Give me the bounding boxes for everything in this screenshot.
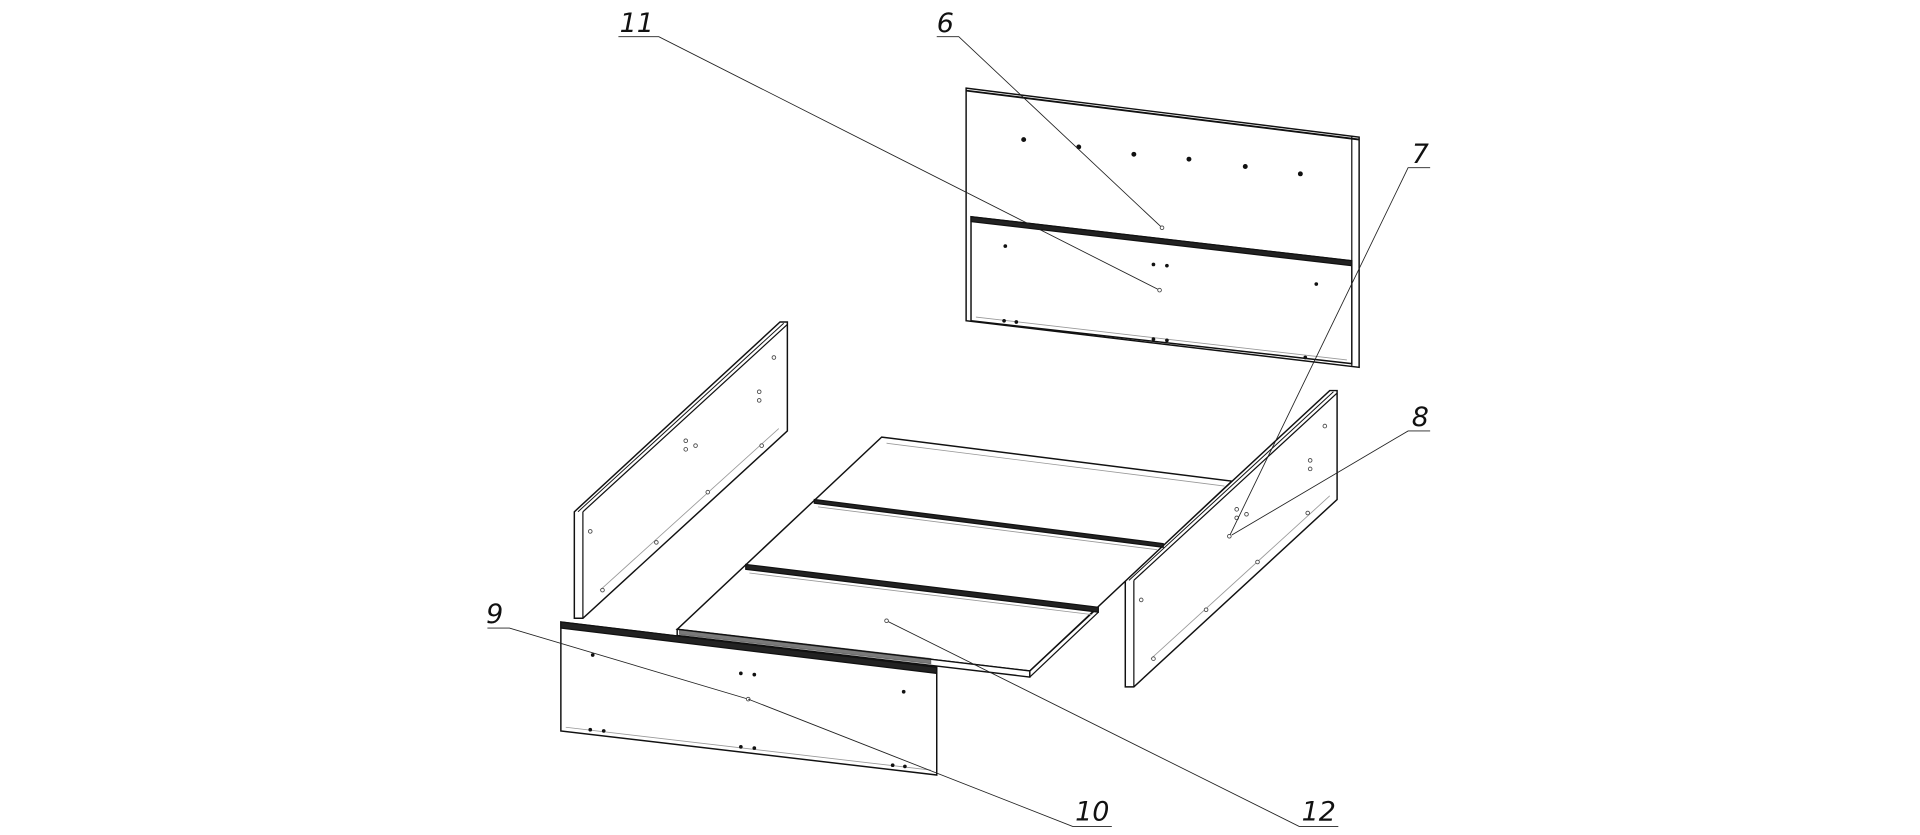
callout-6: 6 xyxy=(936,8,1165,230)
callout-12: 12 xyxy=(884,618,1339,827)
callout-label-6: 6 xyxy=(937,8,954,39)
right-side-rail-part-7 xyxy=(1124,389,1338,688)
headboard-dowel-holes xyxy=(1021,137,1303,177)
callout-11: 11 xyxy=(618,8,1162,293)
callout-9: 9 xyxy=(486,599,751,702)
callout-8: 8 xyxy=(1231,402,1431,536)
callout-label-11: 11 xyxy=(620,8,654,39)
callout-label-7: 7 xyxy=(1412,139,1429,170)
callout-label-8: 8 xyxy=(1412,402,1429,433)
callout-label-10: 10 xyxy=(1075,796,1109,827)
callout-label-9: 9 xyxy=(486,599,503,630)
callout-label-12: 12 xyxy=(1302,796,1336,827)
left-side-rail xyxy=(573,321,789,620)
slat-platform-part-12 xyxy=(675,436,1234,678)
callout-7: 7 xyxy=(1227,139,1431,539)
callout-10: 10 xyxy=(748,698,1112,827)
